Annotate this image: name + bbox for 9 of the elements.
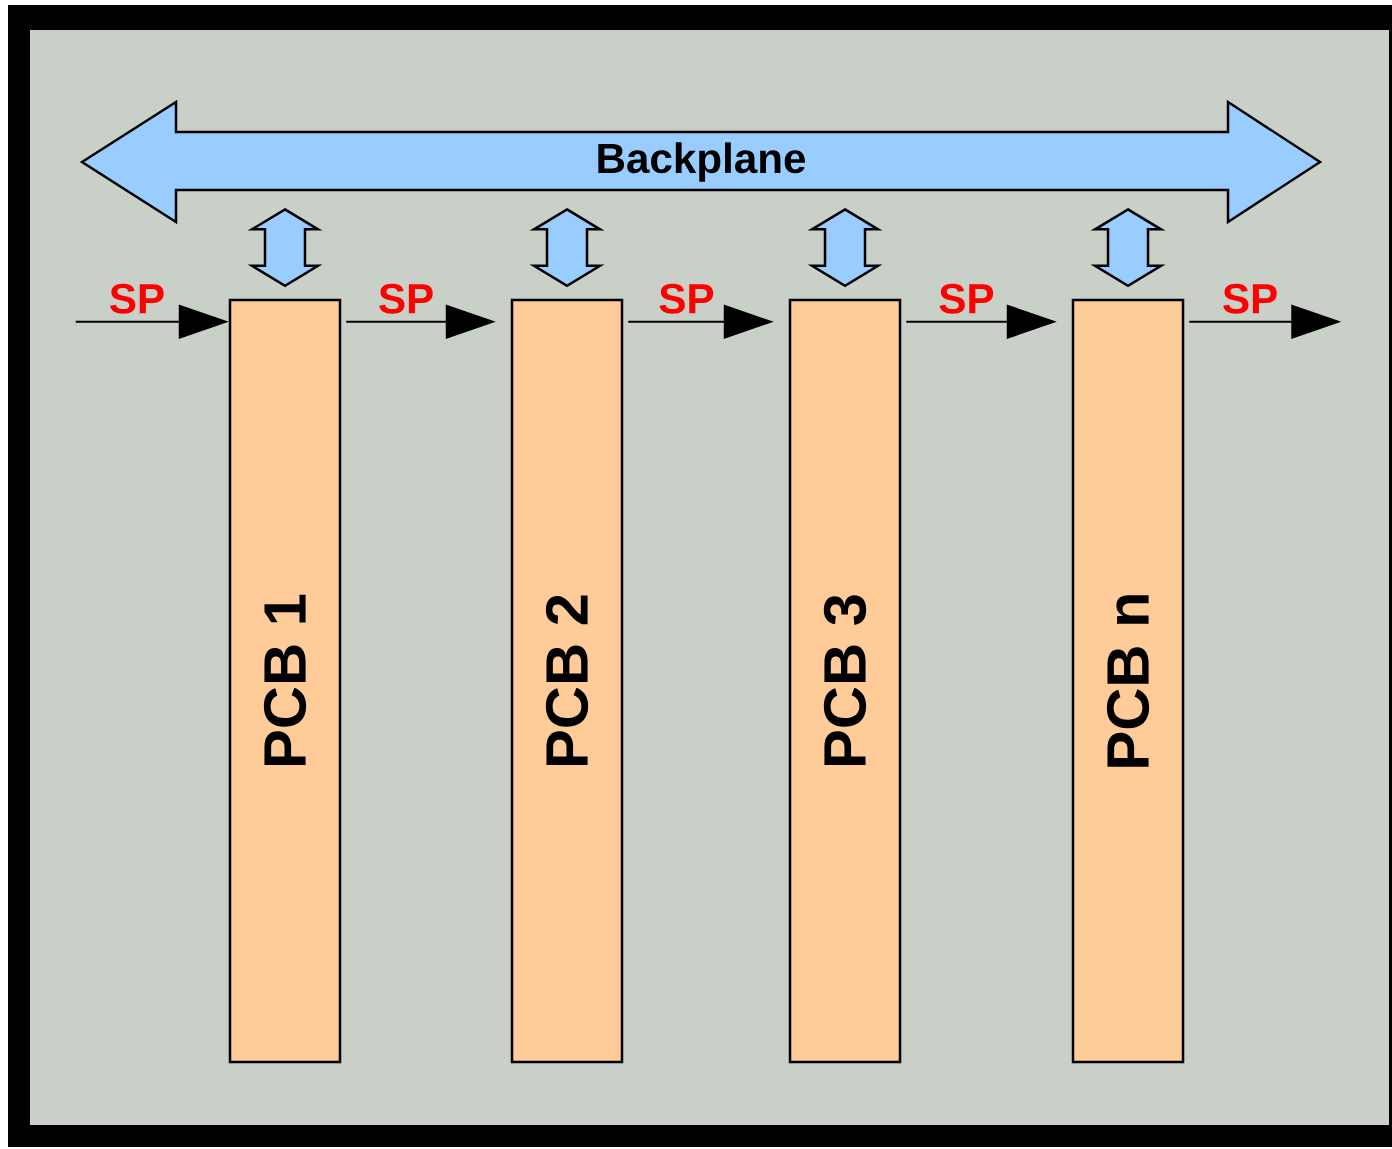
circuit-board: PCB 3 [788, 298, 902, 1064]
circuit-board: PCB 2 [510, 298, 624, 1064]
edge-label: SP [936, 282, 997, 316]
circuit-board: PCB n [1071, 298, 1185, 1064]
edge-label: SP [376, 282, 436, 316]
edge-label: SP [656, 282, 717, 316]
circuit-board: PCB 1 [228, 298, 342, 1064]
edge-label: SP [107, 282, 167, 316]
edge-label: SP [1220, 282, 1280, 316]
